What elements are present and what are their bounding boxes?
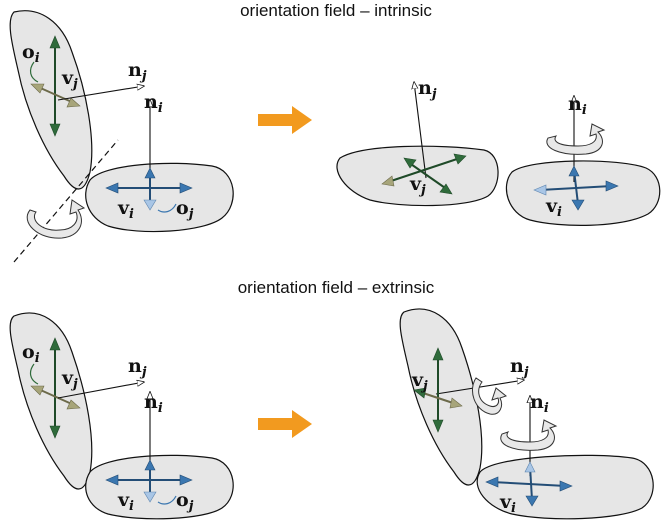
label-n-i-top: ni — [144, 91, 163, 116]
transition-arrow-top — [258, 106, 312, 134]
label-v-i-bottom: vi — [117, 489, 134, 514]
label-v-i-top: vi — [117, 197, 134, 222]
label-v-i-bottom-right: vi — [499, 491, 516, 516]
bottom-panel-title: orientation field – extrinsic — [238, 278, 435, 297]
frame-vi-bottom-right — [485, 461, 573, 507]
patch-j-right-bottom — [399, 308, 483, 486]
patch-i-left-top — [85, 162, 234, 233]
rotation-axis — [13, 139, 119, 263]
rotation-hint-oi — [29, 61, 39, 83]
label-n-i-bottom-right: ni — [530, 391, 549, 416]
top-panel-title: orientation field – intrinsic — [240, 1, 432, 20]
label-o-i-bottom: oi — [22, 341, 40, 366]
normal-nj-arrow-top-right — [414, 82, 427, 179]
normal-nj-arrow-bottom-right — [435, 380, 524, 395]
rotation-arrow-icon-bottom-right-1 — [472, 377, 508, 415]
frame-vi-top-right — [533, 165, 619, 211]
normal-nj-arrow-bottom-left — [57, 382, 144, 399]
label-n-j-bottom-right: nj — [510, 355, 529, 380]
transition-arrow-bottom — [258, 410, 312, 438]
rotation-arrow-icon-top-right — [546, 123, 606, 155]
rotation-hint-oi-bottom — [29, 363, 39, 385]
normal-nj-arrow-top-left — [57, 86, 144, 101]
frame-vi-top-left — [105, 167, 193, 211]
label-v-j-bottom-right: vj — [411, 369, 428, 394]
patch-i-left-bottom — [85, 454, 234, 520]
frame-oj-bottom — [30, 337, 81, 439]
frame-vi-bottom-left — [105, 459, 193, 503]
frame-vj-bottom-right — [413, 347, 463, 433]
rotation-arrow-icon — [26, 199, 86, 239]
label-o-j-bottom: oj — [176, 489, 194, 514]
label-n-j-top: nj — [128, 59, 147, 84]
label-n-j-bottom: nj — [128, 355, 147, 380]
label-o-i-top: oi — [22, 41, 40, 66]
label-n-j-top-right: nj — [418, 77, 437, 102]
rotation-hint-oj-bottom — [157, 495, 177, 505]
frame-oj-top — [30, 35, 81, 137]
rotation-arrow-icon-bottom-right-2 — [500, 419, 558, 451]
label-o-j-top: oj — [176, 197, 194, 222]
patch-i-right-top — [505, 160, 661, 226]
label-n-i-bottom: ni — [144, 391, 163, 416]
label-v-i-top-right: vi — [545, 195, 562, 220]
label-v-j-top: vj — [61, 67, 78, 92]
patch-j-left-bottom — [9, 312, 93, 490]
patch-j-left-top — [9, 10, 93, 190]
label-v-j-bottom: vj — [61, 367, 78, 392]
rotation-hint-oj — [157, 203, 177, 213]
label-v-j-top-right: vj — [409, 173, 426, 198]
label-n-i-top-right: ni — [568, 93, 587, 118]
frame-vj-top-right — [381, 153, 467, 195]
